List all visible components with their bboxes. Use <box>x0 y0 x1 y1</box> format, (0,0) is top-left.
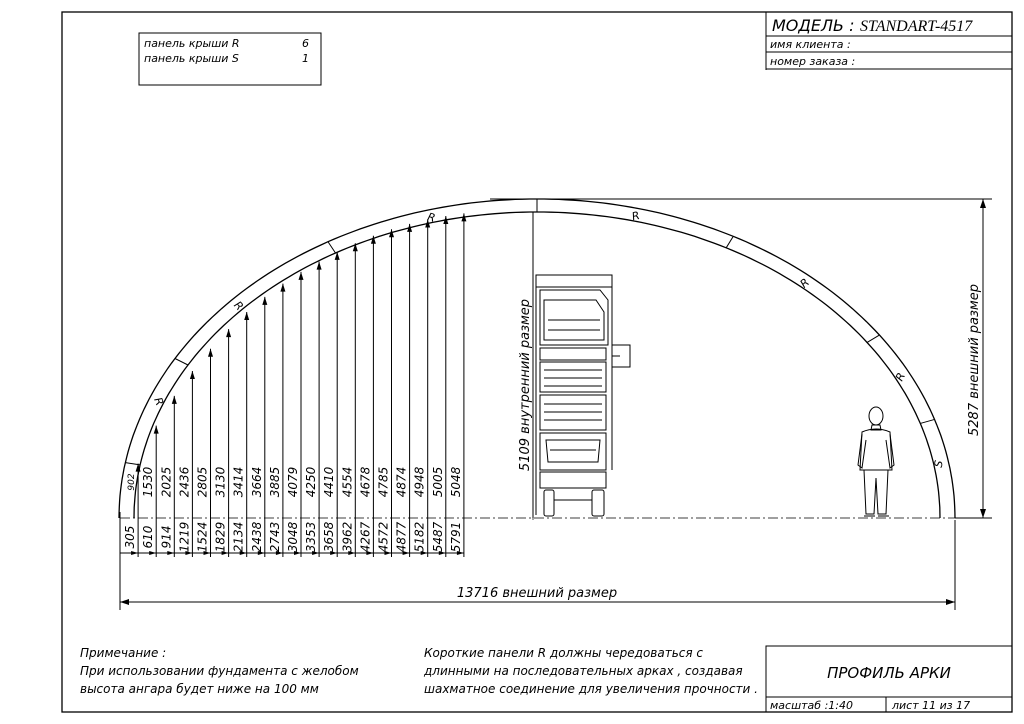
height-value-label: 4079 <box>286 467 300 498</box>
truck-front-view <box>535 274 631 517</box>
height-value-label: 2436 <box>177 466 191 497</box>
segment-label: R <box>231 299 246 313</box>
note-heading: Примечание : <box>80 646 166 660</box>
outer-height-dimension: 5287 внешний размер <box>490 198 992 519</box>
order-label: номер заказа : <box>770 55 855 68</box>
panel-s-label: панель крыши S <box>144 52 239 65</box>
width-value-label: 5182 <box>413 522 427 553</box>
segment-label: R <box>798 276 812 291</box>
width-value-label: 5487 <box>431 521 445 552</box>
height-value-label: 1530 <box>141 466 155 497</box>
note-block: Примечание : При использовании фундамент… <box>80 646 359 696</box>
outer-width-label: 13716 внешний размер <box>457 586 617 601</box>
height-value-label: 4785 <box>377 467 391 498</box>
panels-table: панель крыши R 6 панель крыши S 1 <box>138 32 322 86</box>
height-value-label: 5048 <box>449 466 463 497</box>
height-value-label: 5005 <box>431 467 445 498</box>
outer-width-dimension: 13716 внешний размер <box>119 520 956 610</box>
segment-label: S <box>932 459 946 468</box>
title-block-bottom: ПРОФИЛЬ АРКИ масштаб :1:40 лист 11 из 17 <box>765 645 1013 713</box>
scale-label: масштаб :1:40 <box>770 699 853 712</box>
height-value-label: 4250 <box>304 466 318 497</box>
width-value-label: 1829 <box>214 522 228 553</box>
arch-joint <box>920 418 935 424</box>
note-line-2: высота ангара будет ниже на 100 мм <box>80 682 319 696</box>
title-block-top: МОДЕЛЬ : STANDART-4517 имя клиента : ном… <box>765 12 1012 70</box>
inner-height-dimension: 5109 внутренний размер <box>518 212 534 518</box>
width-value-label: 3658 <box>322 521 336 552</box>
arch-joint <box>866 334 880 343</box>
model-name: STANDART-4517 <box>860 18 973 35</box>
width-value-label: 2134 <box>232 522 246 553</box>
human-figure <box>857 406 895 517</box>
inner-height-label: 5109 внутренний размер <box>518 299 533 471</box>
height-value-label: 4948 <box>413 466 427 497</box>
width-value-label: 1524 <box>196 522 210 553</box>
width-value-label: 4572 <box>377 522 391 553</box>
panel-s-count: 1 <box>302 52 309 65</box>
height-value-label: 3130 <box>214 466 228 497</box>
height-value-label: 3885 <box>268 467 282 498</box>
panel-r-count: 6 <box>302 37 309 50</box>
client-label: имя клиента : <box>770 38 851 51</box>
height-value-label: 3414 <box>232 467 246 498</box>
width-value-label: 2438 <box>250 521 264 552</box>
drawing-title: ПРОФИЛЬ АРКИ <box>827 664 951 682</box>
height-value-label: 4678 <box>358 466 372 497</box>
height-value-label: 4874 <box>395 467 409 498</box>
remark-line-3: шахматное соединение для увеличения проч… <box>424 682 758 696</box>
arch-joint <box>174 358 189 366</box>
arch-joint <box>327 241 336 254</box>
model-label: МОДЕЛЬ : <box>772 16 855 35</box>
width-value-label: 1219 <box>177 522 191 553</box>
measurement-grid: 902 305 1530 610 2025 914 2436 1219 2805 1524 3130… <box>119 213 467 561</box>
sheet-border <box>61 11 1013 713</box>
sheet-number: лист 11 из 17 <box>891 699 970 712</box>
width-value-label: 4267 <box>358 521 372 552</box>
arch-joint <box>725 236 734 249</box>
note-line-1: При использовании фундамента с желобом <box>80 664 359 678</box>
panel-r-label: панель крыши R <box>144 37 240 50</box>
remark-line-2: длинными на последовательных арках , соз… <box>423 664 743 678</box>
height-value-label: 3664 <box>250 467 264 498</box>
height-value-label: 4554 <box>340 467 354 498</box>
arch-segment-joints <box>125 199 935 466</box>
width-value-label: 610 <box>141 525 155 548</box>
width-value-label: 3962 <box>340 522 354 553</box>
segment-label: R <box>151 396 166 408</box>
width-value-label: 914 <box>159 526 173 549</box>
segment-label: R <box>426 210 437 225</box>
width-value-label: 305 <box>123 526 137 549</box>
width-value-label: 3048 <box>286 521 300 552</box>
width-value-label: 2743 <box>268 522 282 553</box>
segment-label: R <box>630 209 641 223</box>
height-value-label: 4410 <box>322 466 336 497</box>
height-value-label: 902 <box>127 473 137 490</box>
remark-line-1: Короткие панели R должны чередоваться с <box>424 646 703 660</box>
height-value-label: 2025 <box>159 467 173 498</box>
segment-label: R <box>893 370 908 383</box>
remark-block: Короткие панели R должны чередоваться с … <box>423 646 758 696</box>
width-value-label: 4877 <box>395 521 409 552</box>
width-value-label: 3353 <box>304 522 318 553</box>
width-value-label: 5791 <box>449 522 463 553</box>
outer-height-label: 5287 внешний размер <box>967 284 982 436</box>
height-value-label: 2805 <box>196 467 210 498</box>
